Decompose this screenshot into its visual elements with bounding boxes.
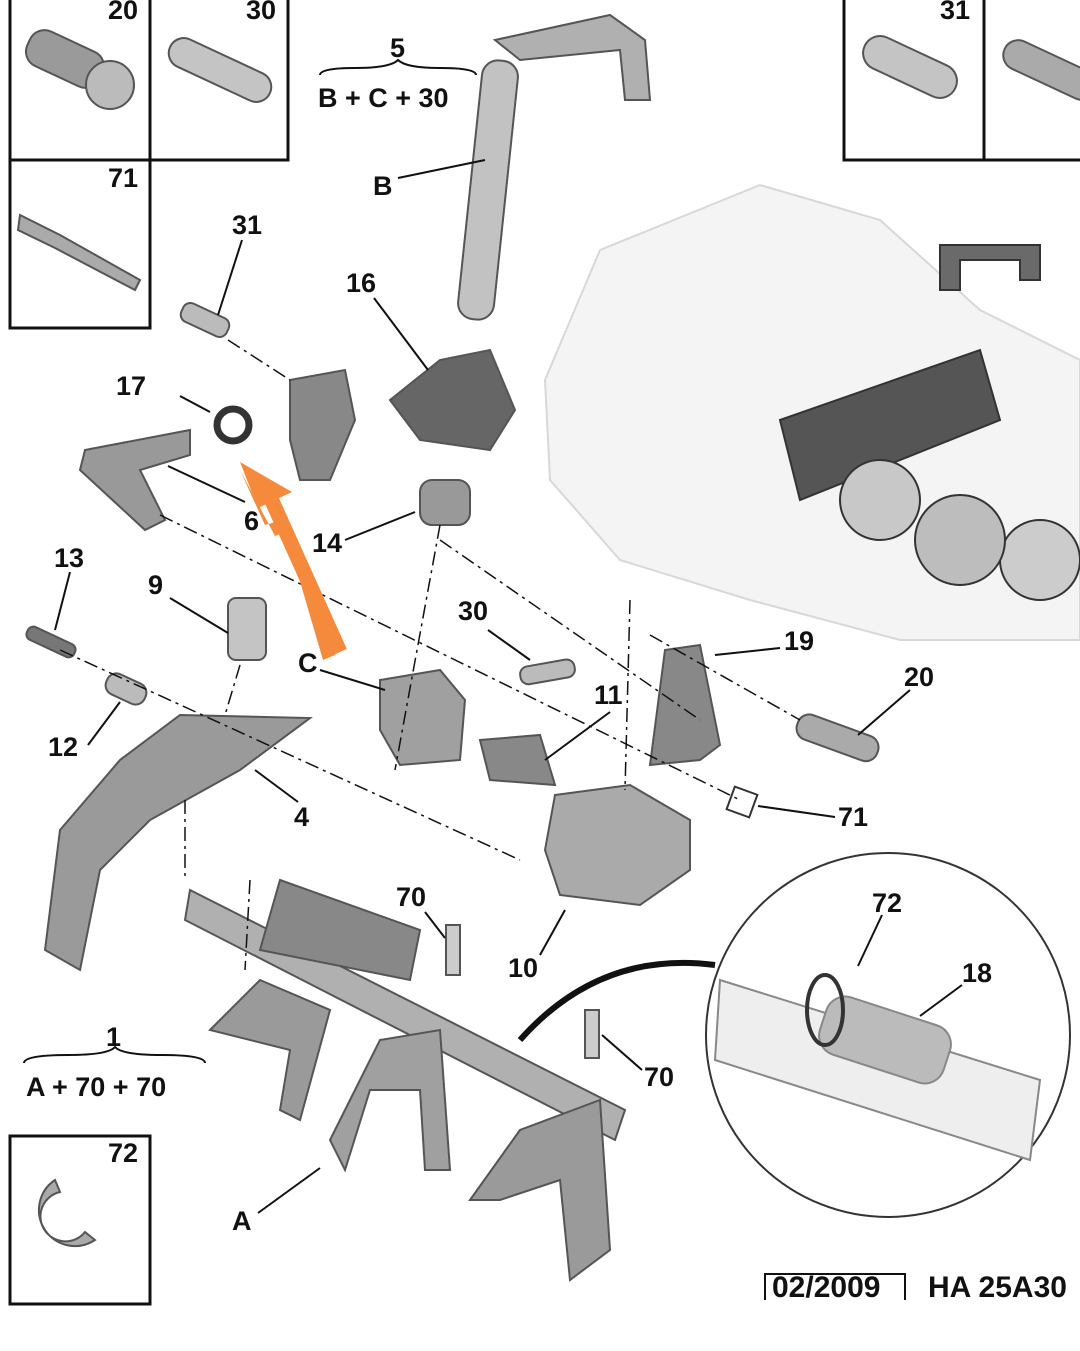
callout-11: 11 xyxy=(594,680,623,710)
callout-B: B xyxy=(373,171,393,201)
callout-9: 9 xyxy=(148,570,164,600)
callout-A: A xyxy=(232,1206,252,1236)
callout-14: 14 xyxy=(312,528,343,558)
inset-box-31b xyxy=(982,0,1080,162)
callout-19: 19 xyxy=(784,626,815,656)
callout-6: 6 xyxy=(244,506,260,536)
callout-18: 18 xyxy=(962,958,993,988)
callout-71: 71 xyxy=(108,163,139,193)
callout-31: 31 xyxy=(940,0,971,25)
callout-71b: 71 xyxy=(838,802,869,832)
inset-box-30 xyxy=(148,0,290,162)
footer-reference: HA 25A30 xyxy=(928,1271,1067,1304)
callout-30: 30 xyxy=(246,0,277,25)
kit-5-contents: B + C + 30 xyxy=(318,83,449,113)
callout-20b: 20 xyxy=(904,662,935,692)
callout-30b: 30 xyxy=(458,596,489,626)
callout-31b: 31 xyxy=(232,210,263,240)
footer-date: 02/2009 xyxy=(772,1271,881,1304)
callout-72b: 72 xyxy=(108,1138,139,1168)
callout-17: 17 xyxy=(116,371,147,401)
callout-12: 12 xyxy=(48,732,79,762)
inset-box-71 xyxy=(8,158,152,330)
inset-boxes xyxy=(8,0,1080,1306)
callout-70b: 70 xyxy=(644,1062,675,1092)
kit-1-contents: A + 70 + 70 xyxy=(26,1072,167,1102)
callout-C: C xyxy=(298,648,318,678)
callout-70: 70 xyxy=(396,882,427,912)
callout-5: 5 xyxy=(390,33,406,63)
callout-72: 72 xyxy=(872,888,903,918)
callout-1: 1 xyxy=(106,1022,122,1052)
callout-10: 10 xyxy=(508,953,539,983)
callout-16: 16 xyxy=(346,268,377,298)
callout-4: 4 xyxy=(294,802,310,832)
inset-box-72 xyxy=(8,1134,152,1306)
callout-13: 13 xyxy=(54,543,85,573)
highlight-arrow xyxy=(240,462,347,660)
callout-20: 20 xyxy=(108,0,139,25)
